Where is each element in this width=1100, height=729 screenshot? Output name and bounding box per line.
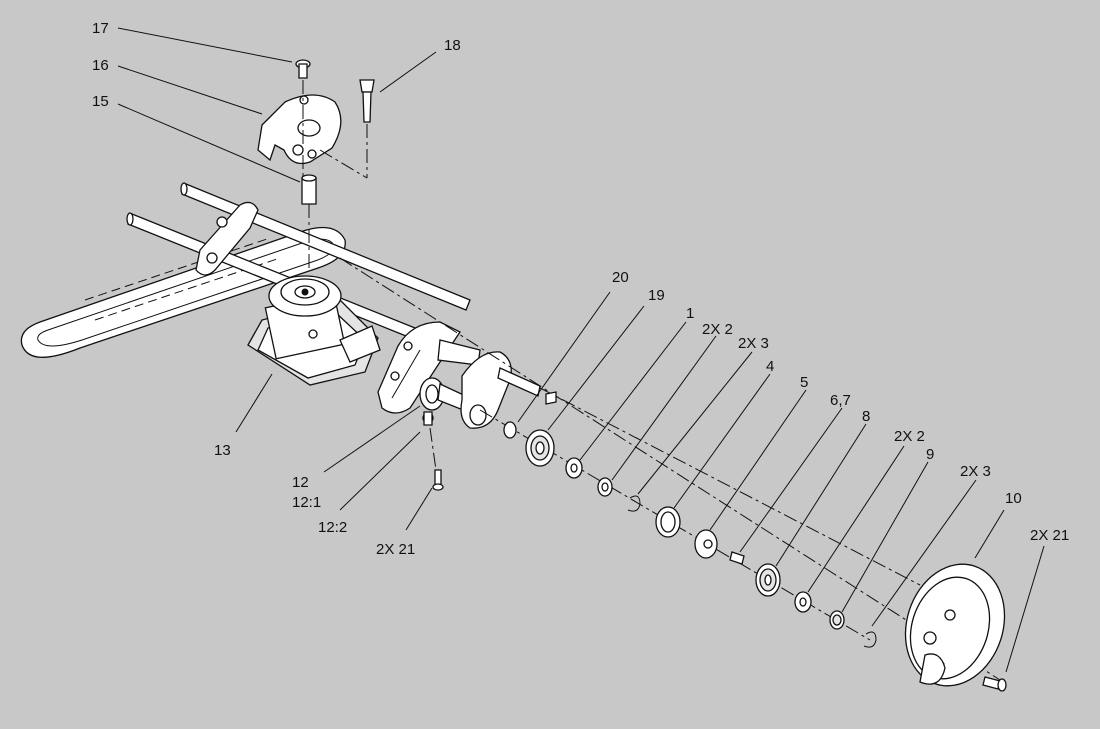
side-plate: [377, 321, 481, 414]
callout-8: 8: [862, 408, 870, 425]
callout-2x2-right: 2X 2: [894, 428, 925, 445]
part-2-washer-right: [794, 591, 812, 613]
part-10-cover: [904, 563, 1006, 687]
main-axis: [339, 257, 1001, 681]
callout-16: 16: [92, 57, 109, 74]
callout-17: 17: [92, 20, 109, 37]
callout-15: 15: [92, 93, 109, 110]
part-1-washer: [565, 457, 583, 479]
callout-2x21-left: 2X 21: [376, 541, 415, 558]
bolt-18: [359, 79, 375, 123]
part-8-gear: [755, 563, 781, 597]
upper-axis: [539, 387, 921, 586]
axis-18-diag: [319, 149, 368, 179]
callout-12: 12: [292, 474, 309, 491]
gearbox-housing: [247, 275, 381, 386]
callout-10: 10: [1005, 490, 1022, 507]
part-9-bearing: [829, 610, 845, 630]
leader-lines: [117, 27, 1045, 673]
part-2-washer: [597, 477, 613, 497]
callout-2x21-right: 2X 21: [1030, 527, 1069, 544]
part-3-clip: [627, 495, 641, 512]
bolt-17: [295, 59, 311, 79]
callout-9: 9: [926, 446, 934, 463]
callout-2x3-right: 2X 3: [960, 463, 991, 480]
callout-1: 1: [686, 305, 694, 322]
mounting-bracket: [195, 201, 259, 276]
callout-13: 13: [214, 442, 231, 459]
bolt-21-right: [982, 676, 1007, 692]
spacer-15: [301, 174, 317, 205]
part-19-gear: [525, 429, 555, 467]
callout-12-2: 12:2: [318, 519, 347, 536]
callout-6-7: 6,7: [830, 392, 851, 409]
callout-labels: 17 16 15 18 13 12 12:1 12:2 2X 21 20 19 …: [92, 20, 1069, 558]
part-20-snap-ring: [503, 421, 517, 439]
part-4-ring: [655, 506, 681, 538]
top-bracket: [257, 94, 342, 165]
callout-2x3-top: 2X 3: [738, 335, 769, 352]
bolt-21-left: [432, 469, 444, 491]
callout-20: 20: [612, 269, 629, 286]
callout-2x2-top: 2X 2: [702, 321, 733, 338]
callout-5: 5: [800, 374, 808, 391]
drive-belt: [20, 226, 346, 358]
callout-19: 19: [648, 287, 665, 304]
callout-4: 4: [766, 358, 774, 375]
output-shaft-assembly: [419, 351, 541, 429]
callout-18: 18: [444, 37, 461, 54]
part-small-pin: [545, 391, 557, 405]
part-6-7-key: [729, 551, 745, 565]
part-3-clip-right: [863, 631, 877, 648]
axis-21-left: [429, 427, 437, 471]
part-5-cam: [694, 529, 718, 559]
callout-12-1: 12:1: [292, 494, 321, 511]
